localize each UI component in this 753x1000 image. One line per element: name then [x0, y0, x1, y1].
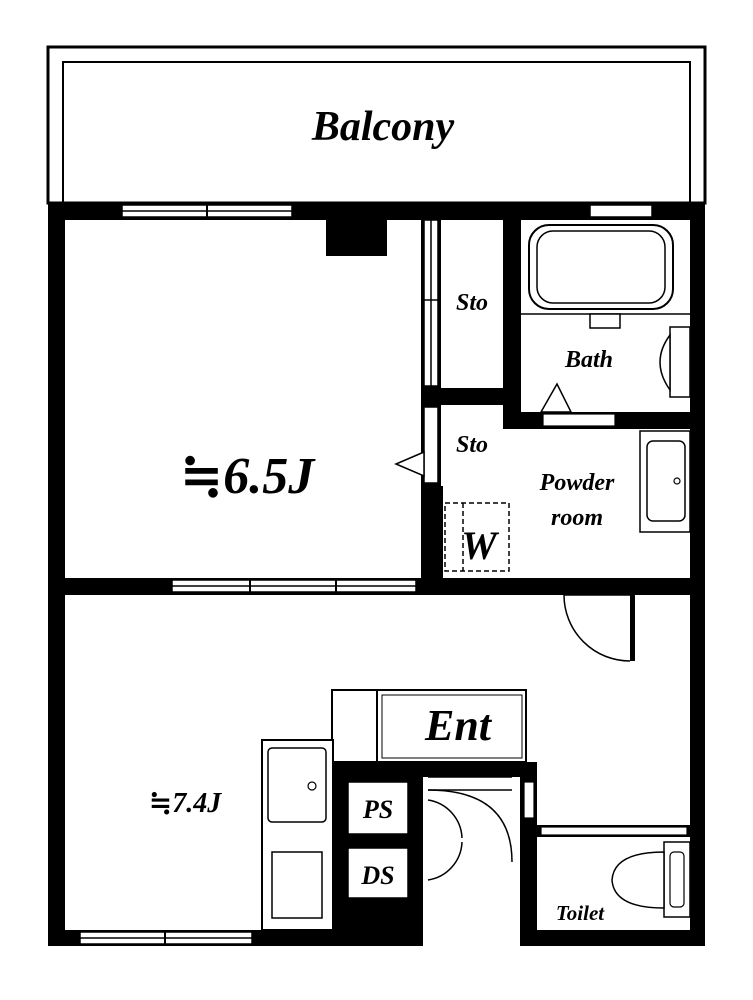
pipe-space-label: PS: [362, 795, 393, 824]
toilet-room: [537, 837, 691, 930]
utility-spaces: [347, 781, 409, 899]
bathroom: [521, 220, 691, 427]
powder-room: [443, 429, 691, 578]
toilet-label: Toilet: [556, 901, 605, 925]
main-room-label: ≒6.5J: [180, 448, 317, 505]
kitchen-counter: [261, 739, 334, 931]
entrance-area: [331, 689, 535, 930]
powder-room-label-line2: room: [551, 505, 603, 531]
duct-space-label: DS: [360, 861, 394, 890]
windows: [79, 204, 688, 945]
powder-room-label-line1: Powder: [539, 470, 615, 496]
balcony: [46, 45, 707, 205]
entrance-label: Ent: [424, 701, 493, 750]
balcony-label: Balcony: [311, 104, 455, 150]
storage-label-1: Sto: [456, 290, 488, 316]
living-room-label: ≒7.4J: [149, 788, 222, 819]
storage-label-2: Sto: [456, 432, 488, 458]
bath-label: Bath: [564, 347, 613, 373]
hall-door: [563, 594, 635, 662]
washer-label: W: [461, 523, 499, 568]
